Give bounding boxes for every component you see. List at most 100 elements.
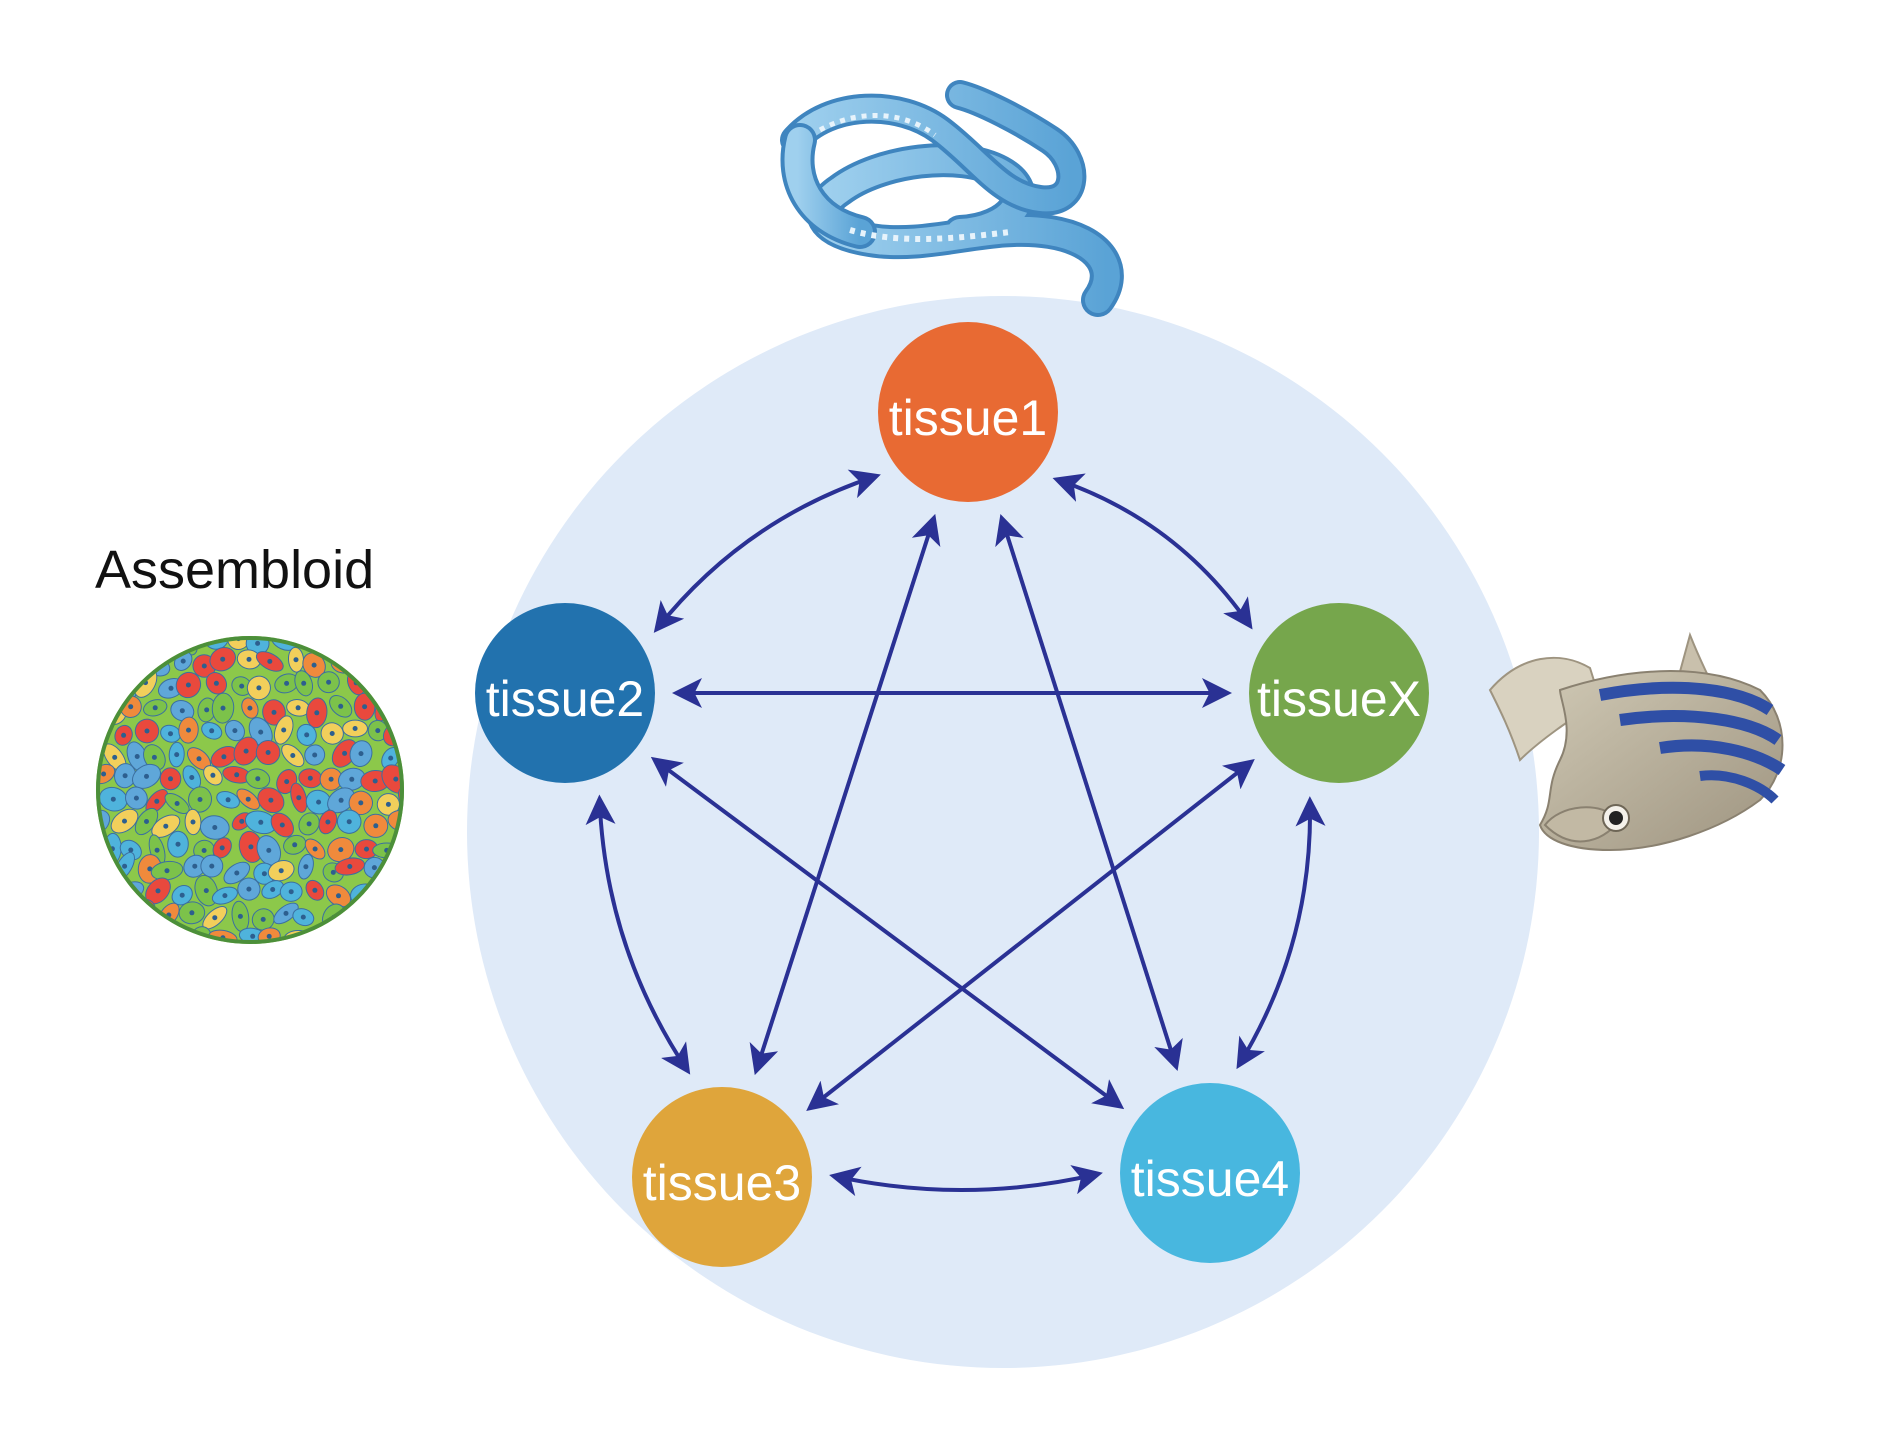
cell-patch: [349, 650, 373, 669]
cell-nucleus: [190, 819, 196, 825]
cell-nucleus: [290, 753, 296, 758]
cell-nucleus: [338, 703, 344, 709]
cell-nucleus: [296, 938, 302, 942]
cell-patch: [385, 903, 402, 925]
cell-patch: [104, 880, 126, 905]
cell-patch: [116, 651, 144, 672]
cell-nucleus: [111, 710, 117, 716]
cell-nucleus: [204, 707, 210, 713]
cell-nucleus: [168, 685, 174, 691]
cell-nucleus: [122, 686, 128, 692]
cell-nucleus: [234, 772, 240, 778]
cell-nucleus: [256, 685, 262, 691]
cell-nucleus: [210, 772, 216, 778]
cell-nucleus: [234, 870, 240, 876]
cell-patch: [98, 648, 122, 676]
cell-nucleus: [304, 732, 310, 738]
cell-nucleus: [129, 937, 135, 942]
cell-nucleus: [117, 911, 123, 917]
cell-nucleus: [410, 846, 415, 851]
cell-patch: [374, 648, 399, 676]
cell-nucleus: [405, 664, 410, 669]
cell-nucleus: [144, 819, 149, 824]
cell-nucleus: [384, 659, 389, 665]
cell-nucleus: [318, 934, 323, 940]
cell-patch: [355, 926, 377, 942]
cell-nucleus: [175, 841, 181, 847]
cell-nucleus: [144, 773, 149, 779]
node-tissueX: tissueX: [1249, 603, 1429, 783]
zebrafish-icon: [1488, 631, 1786, 852]
cell-nucleus: [304, 638, 310, 640]
node-tissue2-label: tissue2: [486, 671, 644, 727]
cell-nucleus: [250, 933, 256, 939]
cell-patch: [392, 655, 402, 677]
cell-nucleus: [144, 638, 150, 640]
cell-nucleus: [329, 731, 335, 736]
cell-nucleus: [284, 680, 290, 686]
cell-nucleus: [255, 640, 261, 646]
cell-patch: [109, 898, 131, 929]
cell-nucleus: [370, 685, 376, 691]
cell-nucleus: [122, 863, 128, 869]
cell-nucleus: [179, 708, 185, 714]
edge-layer: [585, 469, 1326, 1197]
cell-patch: [384, 671, 402, 697]
cell-nucleus: [395, 681, 401, 687]
cell-nucleus: [239, 683, 245, 689]
cell-nucleus: [246, 886, 252, 892]
cell-nucleus: [246, 656, 252, 662]
cell-patch: [375, 925, 400, 942]
cell-patch: [333, 930, 356, 942]
cell-nucleus: [312, 752, 318, 758]
cell-patch: [98, 638, 109, 652]
node-tissueX-label: tissueX: [1257, 671, 1421, 727]
cell-nucleus: [174, 801, 180, 806]
cell-nucleus: [179, 892, 185, 898]
cell-nucleus: [371, 639, 377, 645]
cell-nucleus: [154, 847, 160, 853]
cell-nucleus: [186, 638, 192, 643]
cell-nucleus: [247, 705, 253, 711]
cell-nucleus: [232, 728, 238, 734]
cell-patch: [391, 638, 402, 654]
cell-nucleus: [281, 727, 287, 733]
cell-nucleus: [410, 751, 415, 756]
cell-nucleus: [371, 914, 376, 920]
cell-nucleus: [212, 825, 218, 830]
cell-nucleus: [311, 662, 317, 668]
cell-patch: [119, 927, 145, 942]
cell-nucleus: [98, 865, 100, 871]
cell-nucleus: [338, 797, 344, 803]
cell-nucleus: [326, 679, 332, 685]
cell-nucleus: [189, 775, 195, 780]
cell-patch: [393, 854, 402, 887]
cell-patch: [358, 638, 390, 655]
cell-patch: [342, 638, 364, 651]
node-tissue4-label: tissue4: [1131, 1151, 1289, 1207]
cell-patch: [98, 857, 108, 878]
cell-patch: [158, 638, 181, 648]
cell-nucleus: [203, 888, 209, 894]
node-tissue3-circle: [632, 1087, 812, 1267]
cell-nucleus: [174, 752, 180, 758]
cell-nucleus: [296, 795, 302, 801]
cell-nucleus: [385, 801, 391, 807]
cell-nucleus: [112, 890, 118, 896]
cell-nucleus: [155, 888, 161, 894]
cell-nucleus: [278, 868, 284, 874]
cell-nucleus: [212, 915, 218, 921]
cell-nucleus: [173, 932, 179, 938]
cell-nucleus: [209, 728, 215, 734]
cell-patch: [323, 638, 344, 652]
cell-nucleus: [398, 638, 402, 644]
cell-nucleus: [243, 748, 249, 754]
cell-nucleus: [220, 705, 226, 711]
cell-nucleus: [393, 776, 399, 782]
cell-nucleus: [122, 773, 128, 779]
cell-nucleus: [292, 842, 298, 848]
cell-nucleus: [385, 933, 391, 939]
cell-nucleus: [303, 864, 309, 870]
cell-nucleus: [258, 729, 264, 735]
